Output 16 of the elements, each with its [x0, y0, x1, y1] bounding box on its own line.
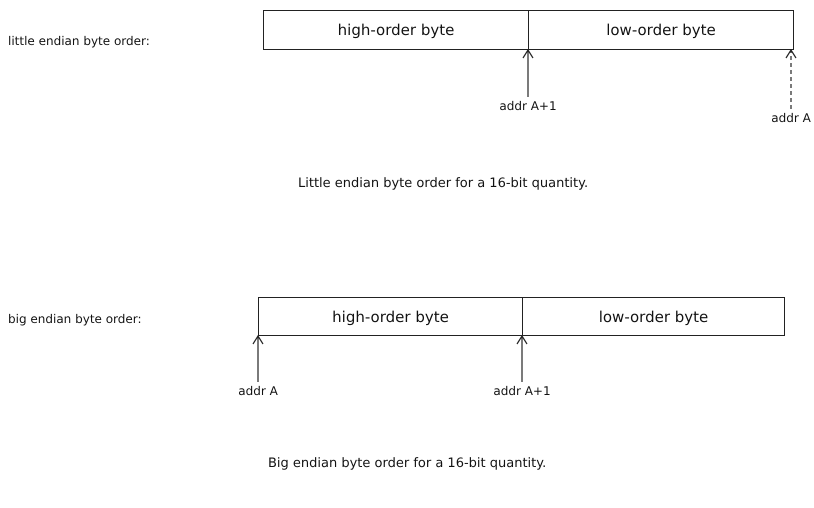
- address-label: addr A: [771, 111, 811, 125]
- figure-caption: Little endian byte order for a 16-bit quantity.: [298, 176, 588, 191]
- byte-cell: low-order byte: [528, 10, 794, 50]
- arrow: [522, 49, 534, 97]
- figure-caption: Big endian byte order for a 16-bit quantity.: [268, 456, 546, 471]
- byte-cell: high-order byte: [258, 297, 523, 336]
- row-label: big endian byte order:: [8, 312, 142, 326]
- arrow: [252, 335, 264, 382]
- address-label: addr A: [238, 384, 278, 398]
- byte-cell: high-order byte: [263, 10, 529, 50]
- byte-cell: low-order byte: [522, 297, 785, 336]
- address-label: addr A+1: [493, 384, 551, 398]
- arrow: [785, 49, 797, 109]
- row-label: little endian byte order:: [8, 34, 150, 48]
- arrow: [516, 335, 528, 382]
- address-label: addr A+1: [499, 99, 557, 113]
